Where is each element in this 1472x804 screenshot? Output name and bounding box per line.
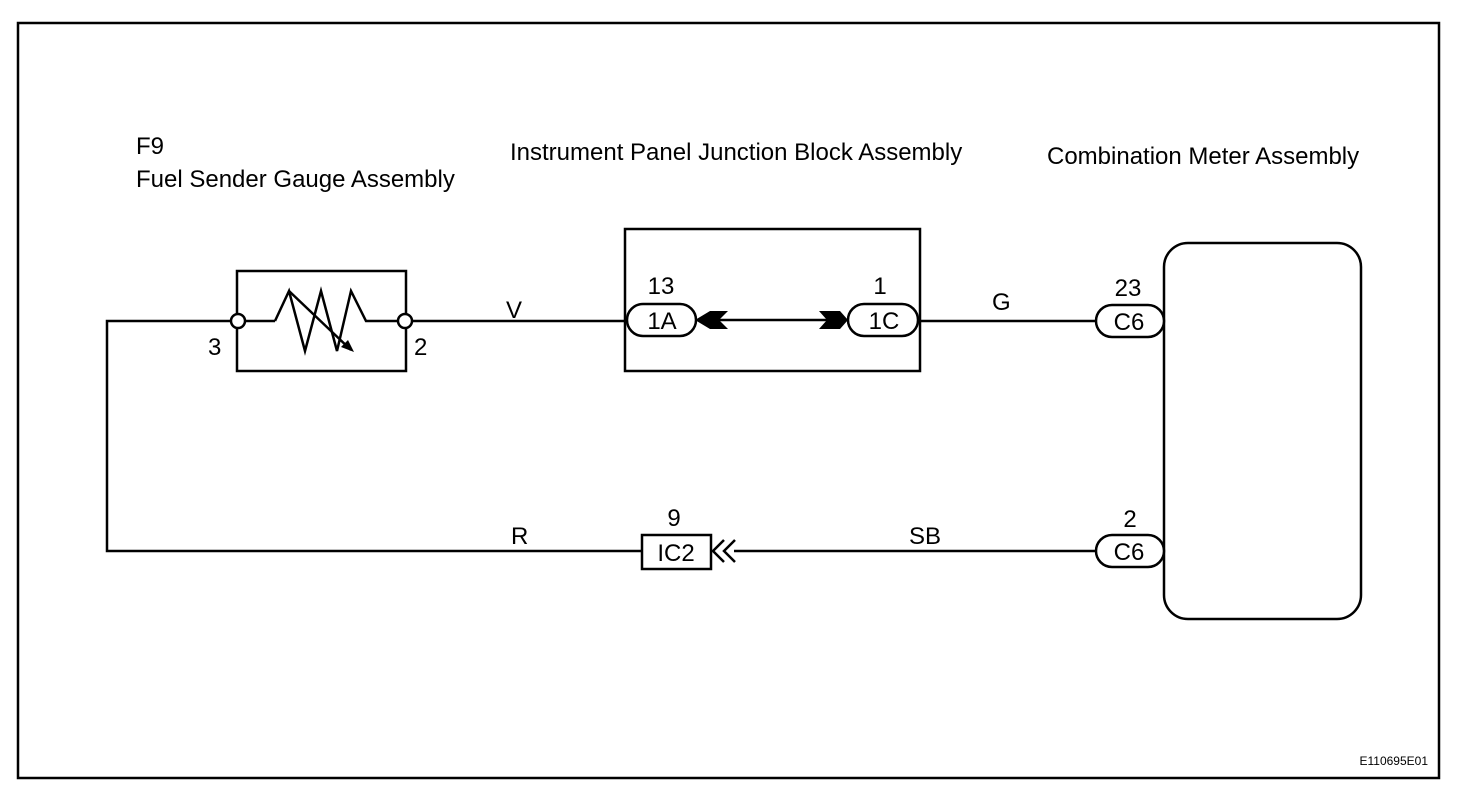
meter-connector-upper xyxy=(1094,303,1166,339)
wiper-arrowhead-icon xyxy=(341,340,354,352)
junction-pin-1: 1 xyxy=(873,273,886,300)
inline-chevron-1-icon xyxy=(711,539,725,563)
inline-connector-label: IC2 xyxy=(657,540,694,567)
junction-block-title: Instrument Panel Junction Block Assembly xyxy=(510,139,962,166)
terminal-2-icon xyxy=(396,312,414,330)
combination-meter-body xyxy=(1162,241,1363,621)
meter-pin-23: 23 xyxy=(1115,275,1142,302)
fuel-sender-pin-3: 3 xyxy=(208,334,221,361)
meter-connector-lower-label: C6 xyxy=(1114,539,1145,566)
inline-connector-ic2 xyxy=(640,533,713,571)
meter-pin-2: 2 xyxy=(1123,506,1136,533)
connector-1a-label: 1A xyxy=(647,308,676,335)
wire-label-sb: SB xyxy=(909,523,941,550)
fuel-sender-title: Fuel Sender Gauge Assembly xyxy=(136,166,455,193)
junction-block: 1A 1C 13 1 xyxy=(623,227,922,373)
connector-1a xyxy=(625,302,698,338)
connector-1c-arrow-icon xyxy=(819,311,848,329)
wire-label-g: G xyxy=(992,289,1011,316)
wire-label-v: V xyxy=(506,297,522,324)
wire-loop-left xyxy=(105,319,642,553)
connector-1c-label: 1C xyxy=(869,308,900,335)
meter-connector-lower xyxy=(1094,533,1166,569)
inline-connector: IC2 9 xyxy=(640,505,736,571)
fuel-sender-gauge: 3 2 xyxy=(208,269,427,373)
combination-meter-title: Combination Meter Assembly xyxy=(1047,143,1359,170)
connector-1c xyxy=(846,302,920,338)
junction-pin-13: 13 xyxy=(648,273,675,300)
wire-label-r: R xyxy=(511,523,528,550)
variable-resistor-icon xyxy=(273,286,399,356)
meter-connector-upper-label: C6 xyxy=(1114,309,1145,336)
wiper-arrow-icon xyxy=(288,290,352,351)
fuel-sender-code: F9 xyxy=(136,133,164,160)
junction-block-body xyxy=(623,227,922,373)
connector-1a-arrow-icon xyxy=(695,311,728,329)
terminal-3-icon xyxy=(229,312,247,330)
inline-connector-pin-9: 9 xyxy=(667,505,680,532)
inline-chevron-2-icon xyxy=(722,539,736,563)
diagram-frame xyxy=(16,21,1441,780)
combination-meter: C6 C6 23 2 xyxy=(1094,241,1363,621)
fuel-sender-pin-2: 2 xyxy=(414,334,427,361)
figure-code: E110695E01 xyxy=(1359,754,1428,768)
